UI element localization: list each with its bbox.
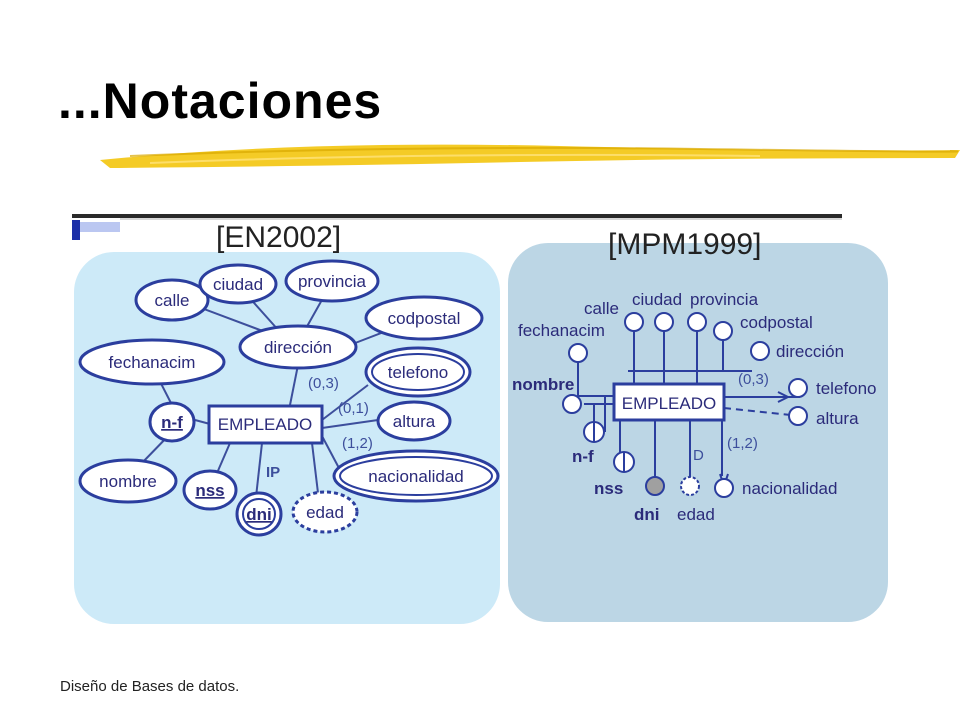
en2002-attr-provincia: provincia	[284, 259, 380, 303]
en2002-attr-dni: dni	[235, 491, 283, 537]
svg-text:ciudad: ciudad	[213, 275, 263, 294]
mpm1999-circle-dni	[645, 476, 665, 496]
mpm1999-label-ciudad: ciudad	[632, 290, 682, 309]
slide-footer: Diseño de Bases de datos.	[60, 678, 240, 695]
mpm1999-label-nacionalidad: nacionalidad	[742, 479, 837, 498]
mpm1999-circle-provincia	[687, 312, 707, 332]
svg-text:dni: dni	[246, 505, 272, 524]
en2002-card-telefono: (0,3)	[308, 375, 339, 392]
mpm1999-label-direccion: dirección	[776, 342, 844, 361]
en2002-attr-edad: edad	[291, 490, 359, 534]
en2002-label: [EN2002]	[216, 221, 341, 254]
mpm1999-label-nombre: nombre	[512, 375, 574, 394]
mpm1999-circle-telefono	[788, 378, 808, 398]
mpm1999-card-nacionalidad: (1,2)	[727, 435, 758, 452]
mpm1999-circle-nacionalidad	[714, 478, 734, 498]
en2002-attr-nss: nss	[182, 469, 238, 511]
svg-text:nombre: nombre	[99, 472, 157, 491]
en2002-card-altura: (0,1)	[338, 400, 369, 417]
mpm1999-circle-ciudad	[654, 312, 674, 332]
title-underline-stroke	[100, 144, 960, 168]
mpm1999-label-codpostal: codpostal	[740, 313, 813, 332]
mpm1999-label-fechanacim: fechanacim	[518, 321, 605, 340]
en2002-attr-telefono: telefono	[364, 346, 472, 398]
svg-text:provincia: provincia	[298, 272, 367, 291]
svg-text:dirección: dirección	[264, 338, 332, 357]
mpm1999-label-provincia: provincia	[690, 290, 759, 309]
svg-text:edad: edad	[306, 503, 344, 522]
svg-text:nss: nss	[195, 481, 224, 500]
en2002-attr-nacionalidad: nacionalidad	[332, 449, 500, 503]
svg-text:calle: calle	[155, 291, 190, 310]
mpm1999-label-calle: calle	[584, 299, 619, 318]
en2002-attr-nombre: nombre	[78, 458, 178, 504]
mpm1999-entity-empleado: EMPLEADO	[612, 382, 726, 422]
en2002-attr-fechanacim: fechanacim	[78, 338, 226, 386]
mpm1999-circle-nombre	[562, 394, 582, 414]
mpm1999-circle-calle	[624, 312, 644, 332]
en2002-attr-codpostal: codpostal	[364, 295, 484, 341]
mpm1999-diagram: EMPLEADO	[508, 243, 888, 622]
mpm1999-circle-fechanacim	[568, 343, 588, 363]
en2002-diagram: calle ciudad provincia codpostal direcci…	[74, 252, 500, 624]
svg-text:codpostal: codpostal	[388, 309, 461, 328]
mpm1999-label-altura: altura	[816, 409, 859, 428]
en2002-attr-altura: altura	[376, 400, 452, 442]
mpm1999-label-dni: dni	[634, 505, 660, 524]
mpm1999-marker-nss	[613, 451, 635, 473]
mpm1999-circle-edad	[680, 476, 700, 496]
en2002-attr-nf: n-f	[148, 401, 196, 443]
mpm1999-label-edad: edad	[677, 505, 715, 524]
svg-text:altura: altura	[393, 412, 436, 431]
mpm1999-marker-nf	[583, 421, 605, 443]
en2002-attr-ciudad: ciudad	[198, 263, 278, 305]
svg-text:n-f: n-f	[161, 413, 183, 432]
mpm1999-circle-codpostal	[713, 321, 733, 341]
mpm1999-label-nss: nss	[594, 479, 623, 498]
mpm1999-label-nf: n-f	[572, 447, 594, 466]
mpm1999-circle-altura	[788, 406, 808, 426]
mpm1999-label: [MPM1999]	[608, 228, 761, 261]
en2002-attr-direccion: dirección	[238, 324, 358, 370]
svg-text:EMPLEADO: EMPLEADO	[622, 394, 716, 413]
svg-text:telefono: telefono	[388, 363, 449, 382]
svg-text:nacionalidad: nacionalidad	[368, 467, 463, 486]
mpm1999-circle-direccion	[750, 341, 770, 361]
header-rule	[72, 214, 842, 240]
svg-text:fechanacim: fechanacim	[109, 353, 196, 372]
svg-text:EMPLEADO: EMPLEADO	[218, 415, 312, 434]
slide-title: ...Notaciones	[58, 73, 383, 129]
en2002-ip-label: IP	[266, 464, 280, 481]
mpm1999-label-telefono: telefono	[816, 379, 877, 398]
en2002-entity-empleado: EMPLEADO	[207, 404, 324, 445]
mpm1999-panel	[508, 243, 888, 622]
mpm1999-d-label: D	[693, 447, 704, 464]
en2002-card-nacionalidad: (1,2)	[342, 435, 373, 452]
en2002-attr-calle: calle	[134, 278, 210, 322]
mpm1999-card-telefono: (0,3)	[738, 371, 769, 388]
